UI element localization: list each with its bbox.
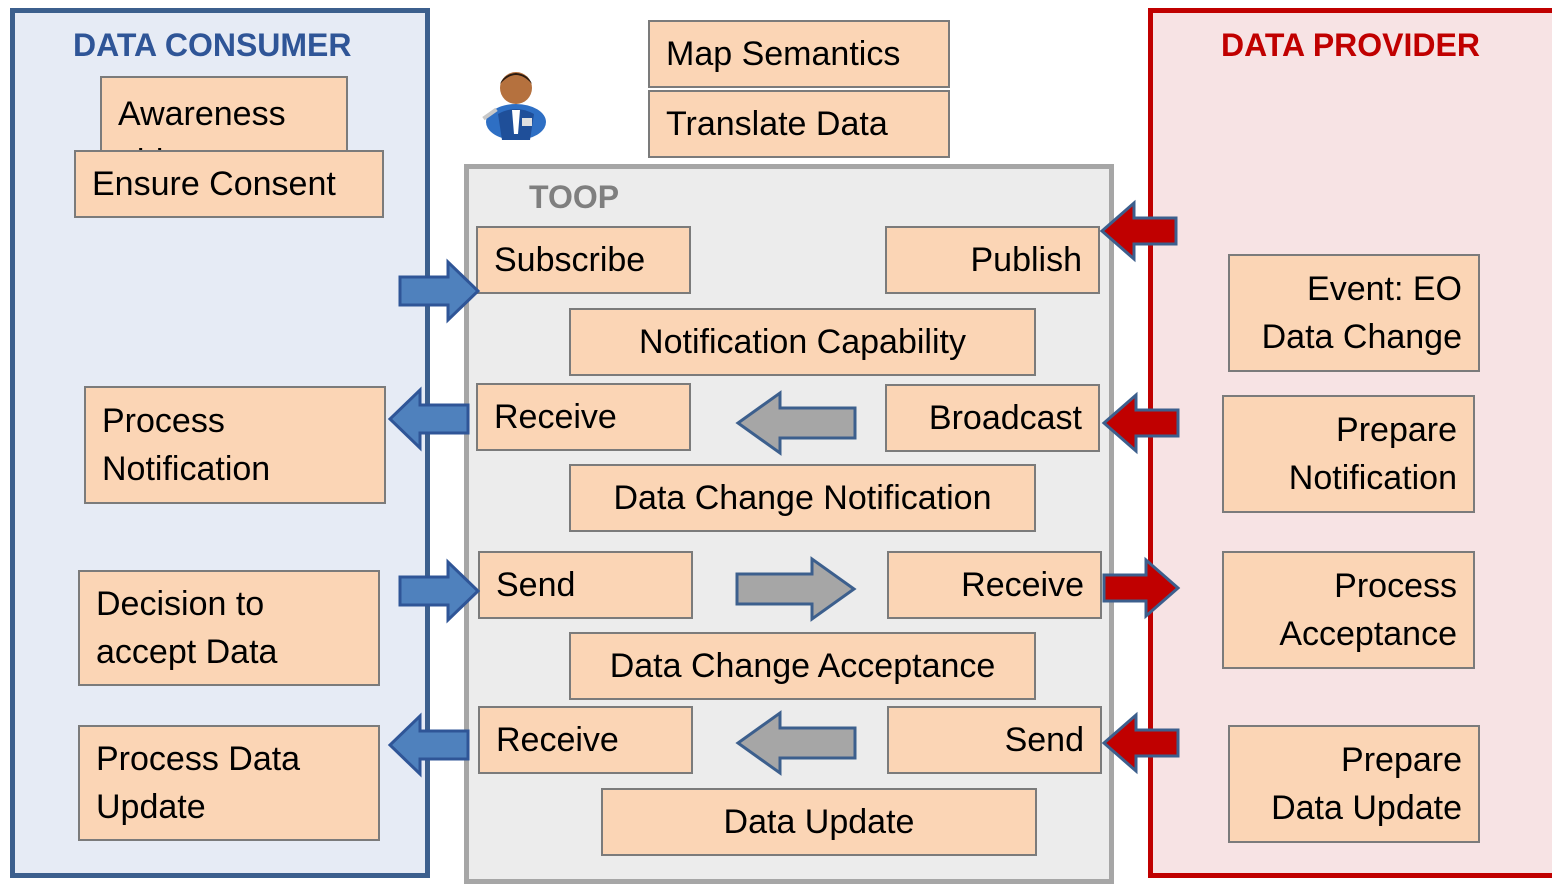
arrow-consumer-to-subscribe bbox=[398, 258, 481, 324]
send-update-box: Send bbox=[887, 706, 1102, 774]
data-change-notification-box: Data Change Notification bbox=[569, 464, 1036, 532]
business-user-icon bbox=[482, 72, 546, 140]
notification-capability-box: Notification Capability bbox=[569, 308, 1036, 376]
arrow-decision-to-send bbox=[398, 558, 481, 624]
arrow-provider-to-publish bbox=[1099, 199, 1178, 263]
broadcast-box: Broadcast bbox=[885, 384, 1100, 452]
arrow-receive-to-process-update bbox=[387, 712, 470, 778]
prepare-data-update-box: Prepare Data Update bbox=[1228, 725, 1480, 843]
data-provider-title: DATA PROVIDER bbox=[1221, 27, 1480, 63]
toop-title: TOOP bbox=[529, 179, 620, 215]
awareness-object-box: Awareness object bbox=[100, 76, 348, 152]
ensure-consent-box: Ensure Consent bbox=[74, 150, 384, 218]
arrow-send-to-receive-update bbox=[735, 710, 857, 776]
process-notification-box: Process Notification bbox=[84, 386, 386, 504]
arrow-receive-to-process-notification bbox=[387, 386, 470, 452]
process-acceptance-box: Process Acceptance bbox=[1222, 551, 1475, 669]
data-update-box: Data Update bbox=[601, 788, 1037, 856]
event-eo-data-change-box: Event: EO Data Change bbox=[1228, 254, 1480, 372]
receive-notification-box: Receive bbox=[476, 383, 691, 451]
arrow-receive-to-process-acceptance bbox=[1102, 556, 1181, 620]
receive-update-box: Receive bbox=[478, 706, 693, 774]
decision-to-accept-box: Decision to accept Data bbox=[78, 570, 380, 686]
send-acceptance-box: Send bbox=[478, 551, 693, 619]
arrow-prepare-to-send-update bbox=[1101, 711, 1180, 775]
data-change-acceptance-box: Data Change Acceptance bbox=[569, 632, 1036, 700]
data-consumer-title: DATA CONSUMER bbox=[73, 27, 352, 63]
process-data-update-box: Process Data Update bbox=[78, 725, 380, 841]
receive-acceptance-box: Receive bbox=[887, 551, 1102, 619]
map-semantics-box: Map Semantics bbox=[648, 20, 950, 88]
translate-data-box: Translate Data bbox=[648, 90, 950, 158]
publish-box: Publish bbox=[885, 226, 1100, 294]
arrow-broadcast-to-receive bbox=[735, 390, 857, 456]
prepare-notification-box: Prepare Notification bbox=[1222, 395, 1475, 513]
arrow-send-to-receive bbox=[735, 556, 857, 622]
arrow-prepare-to-broadcast bbox=[1101, 391, 1180, 455]
subscribe-box: Subscribe bbox=[476, 226, 691, 294]
